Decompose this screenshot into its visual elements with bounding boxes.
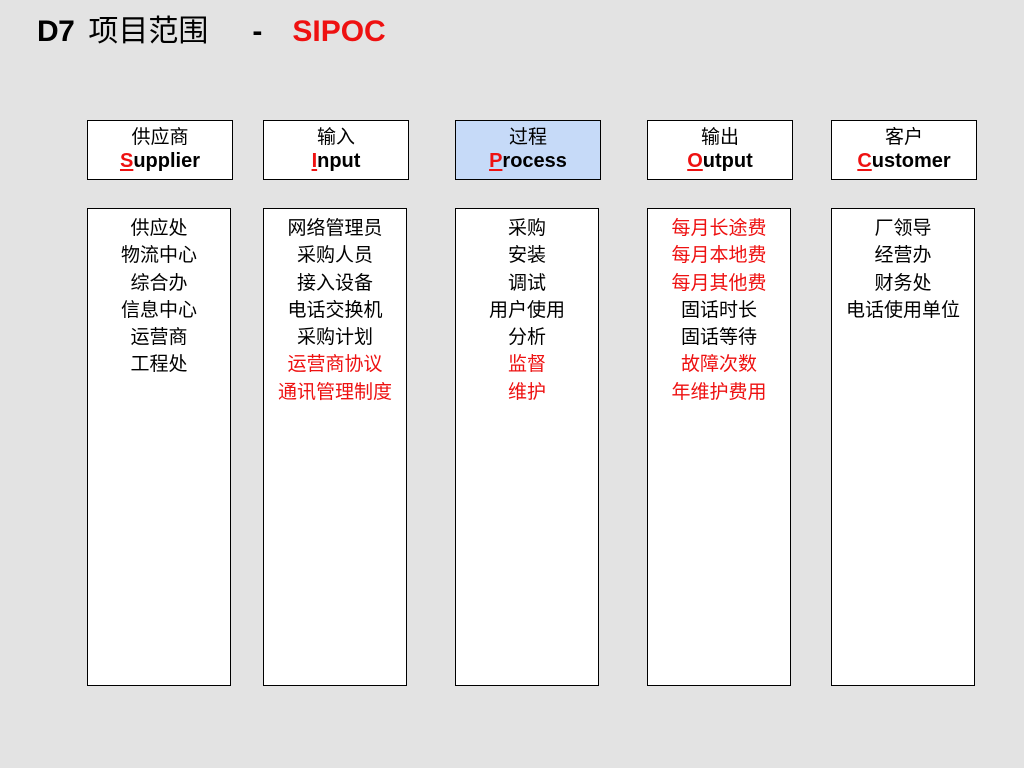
list-item: 电话使用单位 (845, 298, 960, 321)
list-item: 供应处 (130, 217, 188, 239)
header-process-cn: 过程 (508, 126, 547, 148)
list-item: 调试 (507, 271, 546, 294)
list-output: 每月长途费每月本地费每月其他费固话时长固话等待故障次数年维护费用 (647, 208, 791, 686)
list-input: 网络管理员采购人员接入设备电话交换机采购计划运营商协议通讯管理制度 (263, 208, 407, 686)
list-item: 采购人员 (296, 244, 373, 267)
list-process: 采购安装调试用户使用分析监督维护 (455, 208, 599, 686)
header-input-initial: I (311, 150, 318, 172)
title-chinese: 项目范围 (88, 14, 209, 49)
header-customer-en: Customer (832, 148, 976, 174)
list-item: 固话时长 (680, 298, 757, 321)
header-supplier-cn: 供应商 (131, 126, 189, 148)
header-supplier-initial: S (119, 150, 134, 172)
list-item: 通讯管理制度 (277, 380, 392, 403)
list-item: 每月其他费 (671, 271, 767, 294)
header-input-cn: 输入 (316, 126, 355, 148)
list-item: 运营商协议 (287, 353, 383, 376)
header-customer: 客户 Customer (831, 120, 977, 180)
list-item: 维护 (507, 380, 546, 403)
header-output-initial: O (687, 150, 703, 172)
header-output-rest: utput (702, 150, 753, 172)
list-item: 网络管理员 (287, 217, 383, 239)
header-input-en: Input (264, 148, 408, 174)
header-input-rest: nput (317, 150, 361, 172)
header-customer-initial: C (857, 150, 872, 172)
header-output-en: Output (648, 148, 792, 174)
list-item: 接入设备 (296, 271, 373, 294)
header-input: 输入 Input (263, 120, 409, 180)
title-code: D7 (37, 15, 75, 48)
list-item: 用户使用 (488, 298, 565, 321)
header-customer-rest: ustomer (871, 150, 951, 172)
list-item: 工程处 (130, 353, 188, 376)
list-item: 物流中心 (120, 244, 197, 267)
title-sipoc: SIPOC (292, 15, 386, 48)
header-process-en: Process (456, 148, 600, 174)
header-supplier-rest: upplier (133, 150, 200, 172)
list-item: 厂领导 (874, 217, 932, 239)
list-supplier: 供应处物流中心综合办信息中心运营商工程处 (87, 208, 231, 686)
header-process-rest: rocess (502, 150, 567, 172)
title-dash: - (252, 15, 263, 48)
header-output: 输出 Output (647, 120, 793, 180)
header-output-cn: 输出 (700, 126, 739, 148)
list-item: 电话交换机 (287, 298, 383, 321)
header-process: 过程 Process (455, 120, 601, 180)
list-item: 采购 (507, 217, 546, 239)
list-item: 信息中心 (120, 298, 197, 321)
list-item: 采购计划 (296, 326, 373, 349)
header-process-initial: P (489, 150, 503, 172)
list-item: 经营办 (874, 244, 932, 267)
slide-title: D7 项目范围 -SIPOC (37, 12, 386, 52)
list-item: 故障次数 (680, 353, 757, 376)
header-supplier: 供应商 Supplier (87, 120, 233, 180)
header-customer-cn: 客户 (884, 126, 923, 148)
list-item: 每月本地费 (671, 244, 767, 267)
list-item: 固话等待 (680, 326, 757, 349)
list-item: 年维护费用 (671, 380, 767, 403)
list-item: 监督 (507, 353, 546, 376)
list-item: 分析 (507, 326, 546, 349)
list-item: 每月长途费 (671, 217, 767, 239)
header-supplier-en: Supplier (88, 148, 232, 174)
list-item: 财务处 (874, 271, 932, 294)
list-item: 综合办 (130, 271, 188, 294)
list-customer: 厂领导经营办财务处电话使用单位 (831, 208, 975, 686)
list-item: 安装 (507, 244, 546, 267)
list-item: 运营商 (130, 326, 188, 349)
